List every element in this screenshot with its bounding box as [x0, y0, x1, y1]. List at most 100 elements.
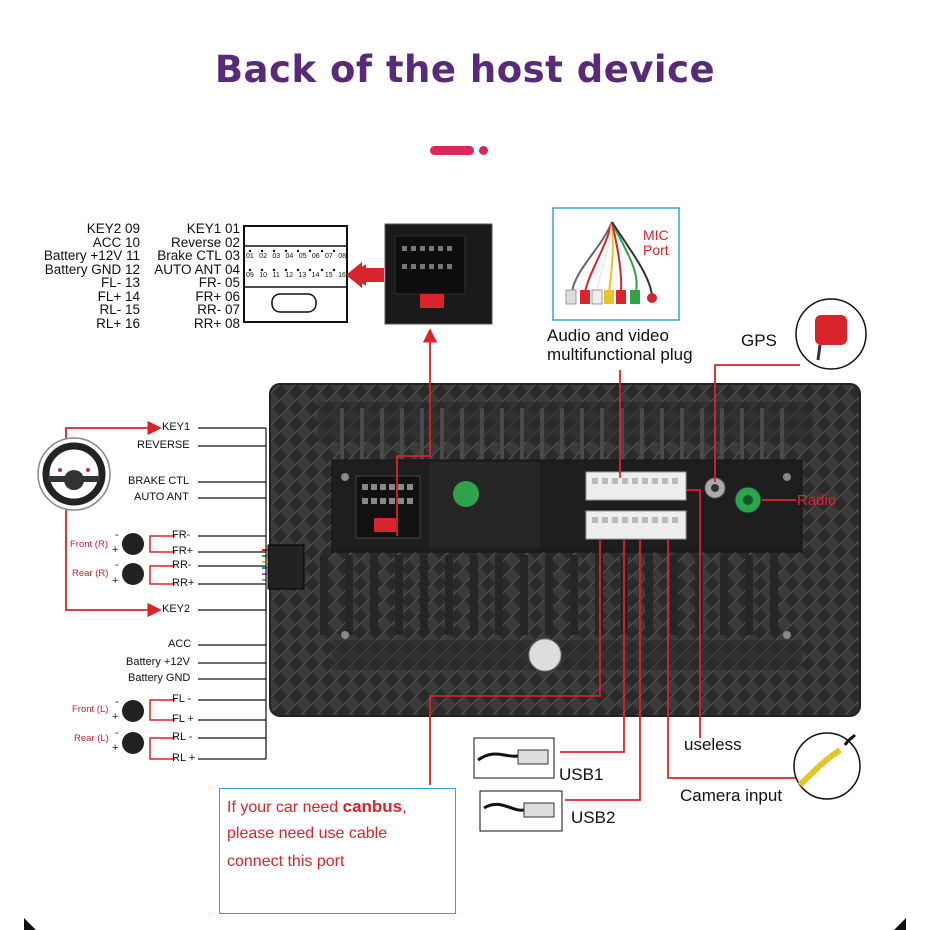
harness-rr-minus: RR-	[172, 559, 192, 571]
pin-number: 10	[259, 272, 268, 279]
pin-label: FL+ 14	[97, 288, 140, 304]
canbus-line1: If your car need canbus,	[227, 797, 407, 817]
harness-auto-ant: AUTO ANT	[134, 491, 189, 503]
audio-video-cable-image	[552, 207, 680, 321]
speakers	[122, 533, 144, 754]
svg-text:-: -	[115, 559, 119, 571]
usb2-image	[479, 790, 563, 832]
page-title: Back of the host device	[214, 48, 716, 91]
radio-label: Radio	[797, 492, 837, 509]
pin-label: RR- 07	[197, 302, 240, 317]
pin-labels-right: KEY1 01 Reverse 02 Brake CTL 03 AUTO ANT…	[140, 222, 240, 330]
svg-text:+: +	[112, 742, 118, 754]
pin-labels-left: KEY2 09 ACC 10 Battery +12V 11 Battery G…	[28, 222, 140, 330]
speaker-front-l-label: Front (L)	[72, 704, 109, 715]
audio-video-label: Audio and video multifunctional plug	[547, 326, 693, 364]
pin-numbers-top: 01 02 03 04 05 06 07 08	[246, 253, 346, 260]
mic-port-label: MIC Port	[643, 228, 669, 258]
pin-label: KEY1 01	[186, 221, 240, 236]
pin-label: Battery GND 12	[44, 261, 140, 277]
pin-number: 03	[272, 253, 281, 260]
main-connector	[355, 475, 421, 539]
audio-video-line1: Audio and video	[547, 326, 669, 345]
pin-number: 12	[285, 272, 293, 279]
harness-rl-plus: RL +	[172, 752, 196, 764]
speaker-front-r-label: Front (R)	[70, 539, 108, 550]
harness-battery-12v: Battery +12V	[126, 656, 190, 668]
harness-reverse: REVERSE	[137, 439, 190, 451]
camera-input-label: Camera input	[680, 786, 783, 805]
pin-number: 02	[259, 253, 267, 260]
harness-key1: KEY1	[162, 421, 191, 433]
audio-video-line2: multifunctional plug	[547, 345, 693, 364]
speaker-rear-r-label: Rear (R)	[72, 568, 109, 579]
harness-battery-gnd: Battery GND	[128, 672, 191, 684]
connector-photo	[384, 223, 493, 325]
svg-text:+: +	[112, 575, 118, 587]
pin-number: 01	[246, 253, 254, 260]
pin-label: Battery +12V 11	[43, 248, 140, 263]
pin-number: 04	[285, 253, 294, 260]
pin-number: 14	[311, 272, 320, 279]
pin-label: FL- 13	[100, 275, 140, 290]
pin-label: FR- 05	[198, 275, 240, 290]
canbus-line1-post: ,	[402, 799, 407, 816]
multi-plugs	[585, 471, 762, 540]
pin-label: RL+ 16	[96, 315, 140, 331]
svg-text:-: -	[115, 727, 119, 739]
pin-label: KEY2 09	[86, 221, 140, 236]
pin-number: 09	[246, 272, 254, 279]
pin-label: AUTO ANT 04	[154, 261, 240, 277]
title-underline-dot	[479, 146, 488, 155]
harness-brake: BRAKE CTL	[128, 475, 190, 487]
svg-text:-: -	[115, 529, 119, 541]
pin-label: RL- 15	[99, 302, 140, 317]
usb2-label: USB2	[571, 808, 616, 827]
host-device-back	[269, 383, 861, 717]
canbus-line1-bold: canbus	[342, 797, 403, 816]
pin-number: 13	[298, 272, 307, 279]
gps-antenna-image	[795, 298, 867, 370]
canbus-line2: please need use cable	[227, 825, 388, 842]
speaker-rear-l-label: Rear (L)	[74, 733, 109, 744]
pin-label: Reverse 02	[170, 234, 240, 250]
title-underline-bar	[430, 146, 474, 155]
pin-number: 05	[298, 253, 307, 260]
harness-key2: KEY2	[162, 603, 191, 615]
pin-diagram	[243, 225, 348, 323]
usb1-image	[473, 737, 555, 779]
steering-wheel-image	[37, 437, 111, 511]
pin-label: ACC 10	[92, 234, 140, 250]
pin-number: 06	[311, 253, 320, 260]
camera-cable-image	[793, 732, 861, 800]
mic-port-line2: Port	[643, 242, 669, 258]
pin-number: 07	[325, 253, 333, 260]
pin-number: 15	[324, 272, 333, 279]
canbus-note: If your car need canbus, please need use…	[219, 788, 456, 914]
gps-label: GPS	[741, 331, 777, 350]
pin-label: RR+ 08	[193, 315, 240, 331]
usb1-label: USB1	[559, 765, 604, 784]
pin-label: Brake CTL 03	[157, 248, 240, 263]
harness-fl-minus: FL -	[172, 693, 192, 705]
harness-fr-minus: FR-	[172, 529, 191, 541]
useless-label: useless	[684, 735, 742, 754]
svg-text:+: +	[112, 711, 118, 723]
canbus-line3: connect this port	[227, 853, 345, 870]
harness-fl-plus: FL +	[172, 713, 194, 725]
pin-number: 08	[338, 253, 346, 260]
svg-text:-: -	[115, 696, 119, 708]
harness-rl-minus: RL -	[172, 731, 193, 743]
harness-fr-plus: FR+	[172, 545, 194, 557]
pin-label: FR+ 06	[195, 288, 240, 304]
wire-harness	[262, 544, 305, 590]
mic-port-line1: MIC	[643, 227, 669, 243]
canbus-line1-pre: If your car need	[227, 799, 343, 816]
harness-rr-plus: RR+	[172, 577, 195, 589]
pin-number: 16	[338, 272, 346, 279]
pin-numbers-bottom: 09 10 11 12 13 14 15 16	[246, 272, 346, 279]
pin-number: 11	[272, 272, 280, 279]
harness-acc: ACC	[168, 638, 192, 650]
svg-text:+: +	[112, 544, 118, 556]
